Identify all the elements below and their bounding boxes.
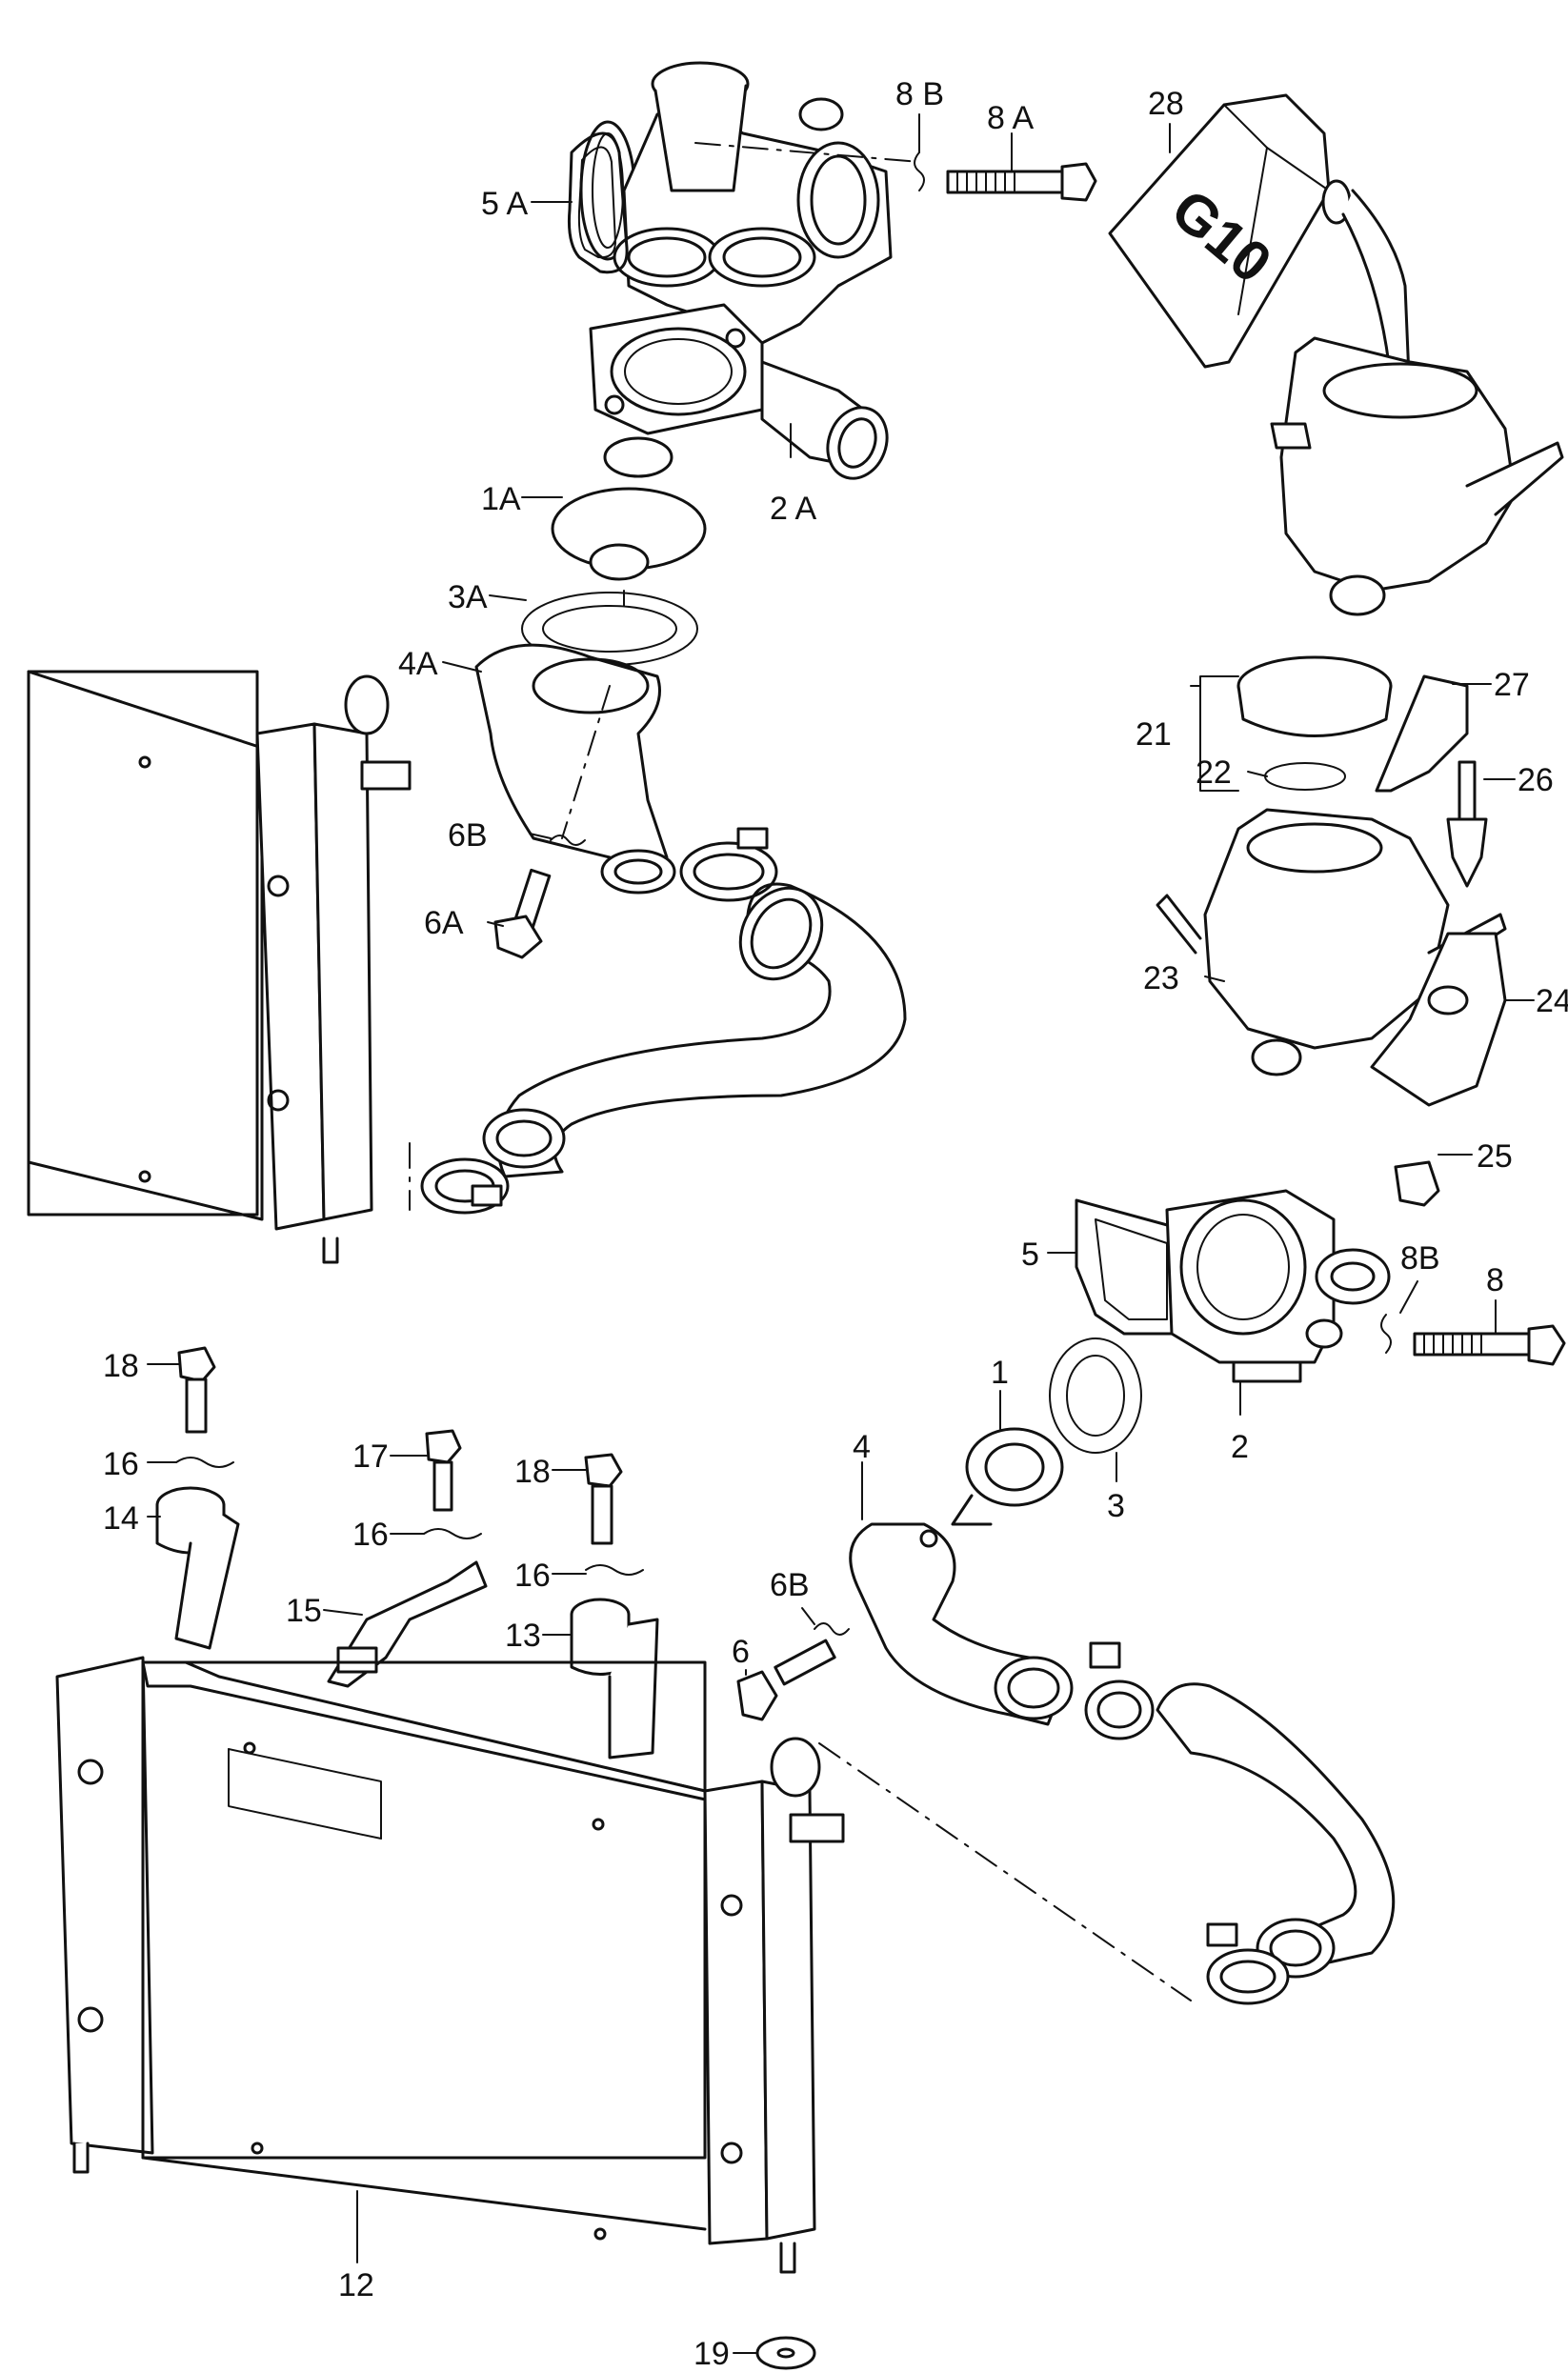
callout-8b: 8B [1400,1240,1440,1277]
bolt-17 [425,1429,462,1512]
thermostat-1 [951,1427,1064,1526]
washer-16-left [175,1457,234,1468]
callout-28: 28 [1148,86,1184,122]
elbow-pipe-4a [474,643,676,895]
callout-23: 23 [1143,960,1179,996]
hose-clamp-bottom-top [420,1157,510,1215]
callout-18-right: 18 [514,1454,551,1490]
callout-6b: 6B [770,1567,810,1603]
thermostat-housing-2 [1165,1189,1391,1383]
radiator-hose-lower [1156,1682,1396,1974]
callout-3: 3 [1107,1488,1125,1524]
callout-13: 13 [505,1618,541,1654]
callout-6: 6 [732,1634,750,1670]
callout-16-left: 16 [103,1446,139,1482]
rubber-foot-19 [755,2336,816,2370]
callout-2a: 2 A [770,491,816,527]
callout-12: 12 [338,2267,374,2303]
callout-27: 27 [1494,667,1530,703]
callout-16-right: 16 [514,1558,551,1594]
seal-22 [1264,762,1346,791]
callout-8: 8 [1486,1262,1504,1298]
mount-14 [155,1486,240,1650]
leader-lines [147,113,1535,2354]
gasket-5a [568,131,629,274]
gasket-3 [1049,1337,1142,1454]
hose-clamp-top [679,827,778,902]
callout-25: 25 [1477,1138,1513,1175]
callout-26: 26 [1518,762,1554,798]
callout-18-left: 18 [103,1348,139,1384]
bolt-18-right [584,1453,623,1545]
washer-8b-top [914,151,925,191]
callout-21: 21 [1136,716,1172,753]
thermostat-1a [551,436,707,615]
bolt-6 [736,1639,836,1721]
callout-labels: 5 A 8 B 8 A 28 1A 2 A 3A 4A 6B 6A 21 22 … [103,76,1568,2372]
callout-15: 15 [286,1593,322,1629]
callout-6a: 6A [424,905,464,941]
callout-14: 14 [103,1500,139,1537]
cap-holder-27 [1375,674,1469,793]
callout-2: 2 [1231,1429,1249,1465]
bolt-18-left [177,1346,216,1434]
callout-22: 22 [1196,754,1232,791]
callout-8b-top: 8 B [895,76,944,112]
callout-6b-top: 6B [448,817,488,854]
washer-6b [814,1622,850,1636]
hose-clamp-lower-bottom [1206,1922,1290,2005]
radiator-12 [55,1656,845,2274]
callout-16-mid: 16 [352,1517,389,1553]
callout-24: 24 [1536,983,1568,1019]
bracket-24 [1370,932,1507,1107]
washer-16-mid [423,1528,482,1539]
callout-5a: 5 A [481,186,528,222]
washer-6b-top [550,835,586,846]
callout-17: 17 [352,1438,389,1475]
callout-4a: 4A [398,646,438,682]
bolt-8 [1413,1324,1566,1366]
callout-8a: 8 A [987,100,1034,136]
bracket-15 [327,1560,488,1688]
callout-1a: 1A [481,481,521,517]
reservoir-cap-21 [1236,655,1393,737]
callout-19: 19 [694,2336,730,2372]
coolant-bottle-28: G10 [1108,93,1412,402]
washer-16-right [585,1564,644,1576]
callout-4: 4 [853,1429,871,1465]
thermostat-housing-2a [579,61,893,480]
bolt-8a [946,162,1097,202]
stud-26 [1446,760,1488,888]
callout-5: 5 [1021,1237,1039,1273]
hose-clamp-lower [1084,1641,1155,1740]
expansion-tank-top [1270,336,1564,616]
elbow-pipe-4 [849,1522,1074,1726]
nut-25 [1394,1160,1440,1207]
bolt-6a [493,868,552,959]
mount-13 [570,1598,659,1760]
callout-3a: 3A [448,579,488,615]
radiator-top [27,670,412,1264]
washer-8b [1380,1314,1392,1354]
callout-1: 1 [991,1355,1009,1391]
